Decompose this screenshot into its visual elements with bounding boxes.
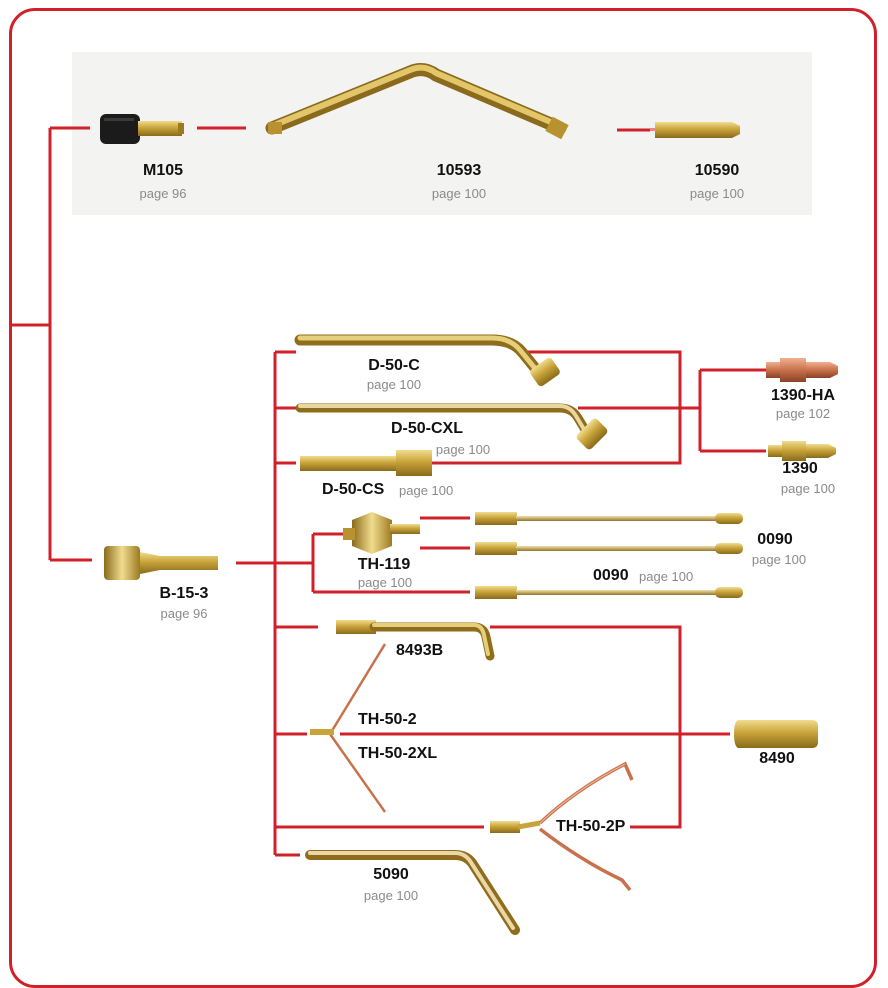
th119-code: TH-119	[358, 556, 410, 574]
1390ha-page: page 102	[776, 406, 830, 421]
th502xl-code: TH-50-2XL	[358, 745, 437, 763]
8490-code: 8490	[759, 750, 795, 768]
th119-page: page 100	[358, 575, 412, 590]
m105-page: page 96	[140, 186, 187, 201]
0090-tube-1	[475, 512, 743, 525]
10593-page: page 100	[432, 186, 486, 201]
m105-code: M105	[143, 162, 183, 180]
1390-page: page 100	[781, 481, 835, 496]
0090-tube-3	[475, 586, 743, 599]
8493b-code: 8493B	[396, 642, 443, 660]
connector-trunk	[11, 128, 92, 560]
8490-part-image	[734, 720, 818, 748]
1390-part-image	[768, 441, 836, 461]
1390ha-code: 1390-HA	[771, 387, 835, 405]
10590-code: 10590	[695, 162, 740, 180]
connector-d50cxl-1390	[578, 370, 766, 451]
d50c-code: D-50-C	[368, 357, 420, 375]
th502p-code: TH-50-2P	[556, 818, 625, 836]
d50cs-page: page 100	[399, 483, 453, 498]
0090-tubes-image	[475, 512, 743, 599]
m105-part-image	[100, 114, 184, 144]
0090-top-page: page 100	[752, 552, 806, 567]
connector-8493b	[275, 627, 680, 827]
b153-code: B-15-3	[160, 585, 209, 603]
d50c-page: page 100	[367, 377, 421, 392]
th119-part-image	[343, 512, 420, 554]
10590-page: page 100	[690, 186, 744, 201]
1390-code: 1390	[782, 460, 818, 478]
b153-part-image	[104, 546, 218, 580]
d50c-part-image	[300, 338, 561, 388]
5090-page: page 100	[364, 888, 418, 903]
b153-page: page 96	[161, 606, 208, 621]
1390ha-part-image	[766, 358, 838, 382]
5090-code: 5090	[373, 866, 409, 884]
d50cxl-code: D-50-CXL	[391, 420, 463, 438]
th502-code: TH-50-2	[358, 711, 417, 729]
0090-bottom-code: 0090	[593, 567, 629, 585]
d50cs-part-image	[300, 450, 432, 476]
d50cs-code: D-50-CS	[322, 481, 384, 499]
10593-part-image	[268, 68, 569, 140]
0090-bottom-page: page 100	[639, 569, 693, 584]
10590-part-image	[650, 122, 740, 138]
d50cxl-page: page 100	[436, 442, 490, 457]
10593-code: 10593	[437, 162, 482, 180]
0090-tube-2	[475, 542, 743, 555]
0090-top-code: 0090	[757, 531, 793, 549]
